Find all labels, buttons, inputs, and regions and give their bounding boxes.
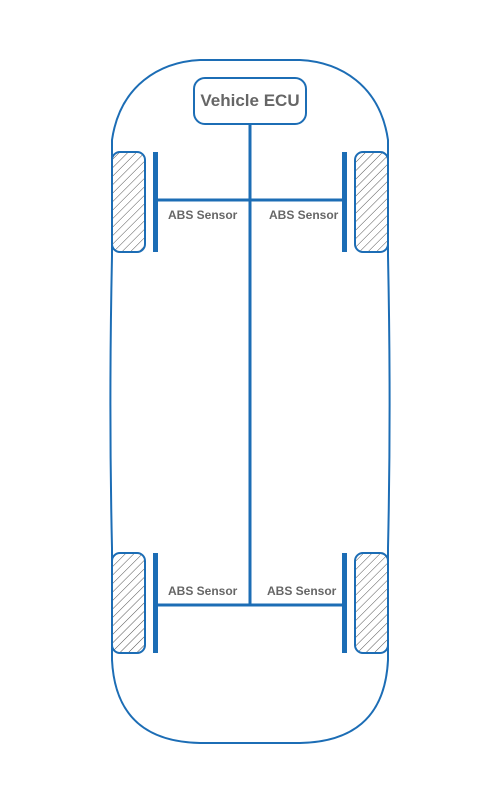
wheel-front-right [354, 151, 389, 253]
abs-sensor-bar-rear-left [153, 553, 158, 653]
abs-sensor-label-front-left: ABS Sensor [168, 208, 238, 222]
car-body-rear [111, 548, 389, 744]
wheel-rear-left [111, 552, 146, 654]
abs-sensor-bar-front-right [342, 152, 347, 252]
vehicle-ecu-label: Vehicle ECU [200, 91, 300, 110]
abs-sensor-label-front-right: ABS Sensor [269, 208, 339, 222]
car-body-middle [109, 255, 391, 549]
wheel-rear-right [354, 552, 389, 654]
vehicle-ecu-box: Vehicle ECU [193, 77, 307, 125]
abs-sensor-label-rear-right: ABS Sensor [267, 584, 337, 598]
car-body-front [111, 59, 389, 256]
abs-sensor-bar-rear-right [342, 553, 347, 653]
wheel-front-left [111, 151, 146, 253]
abs-sensor-bar-front-left [153, 152, 158, 252]
abs-sensor-label-rear-left: ABS Sensor [168, 584, 238, 598]
